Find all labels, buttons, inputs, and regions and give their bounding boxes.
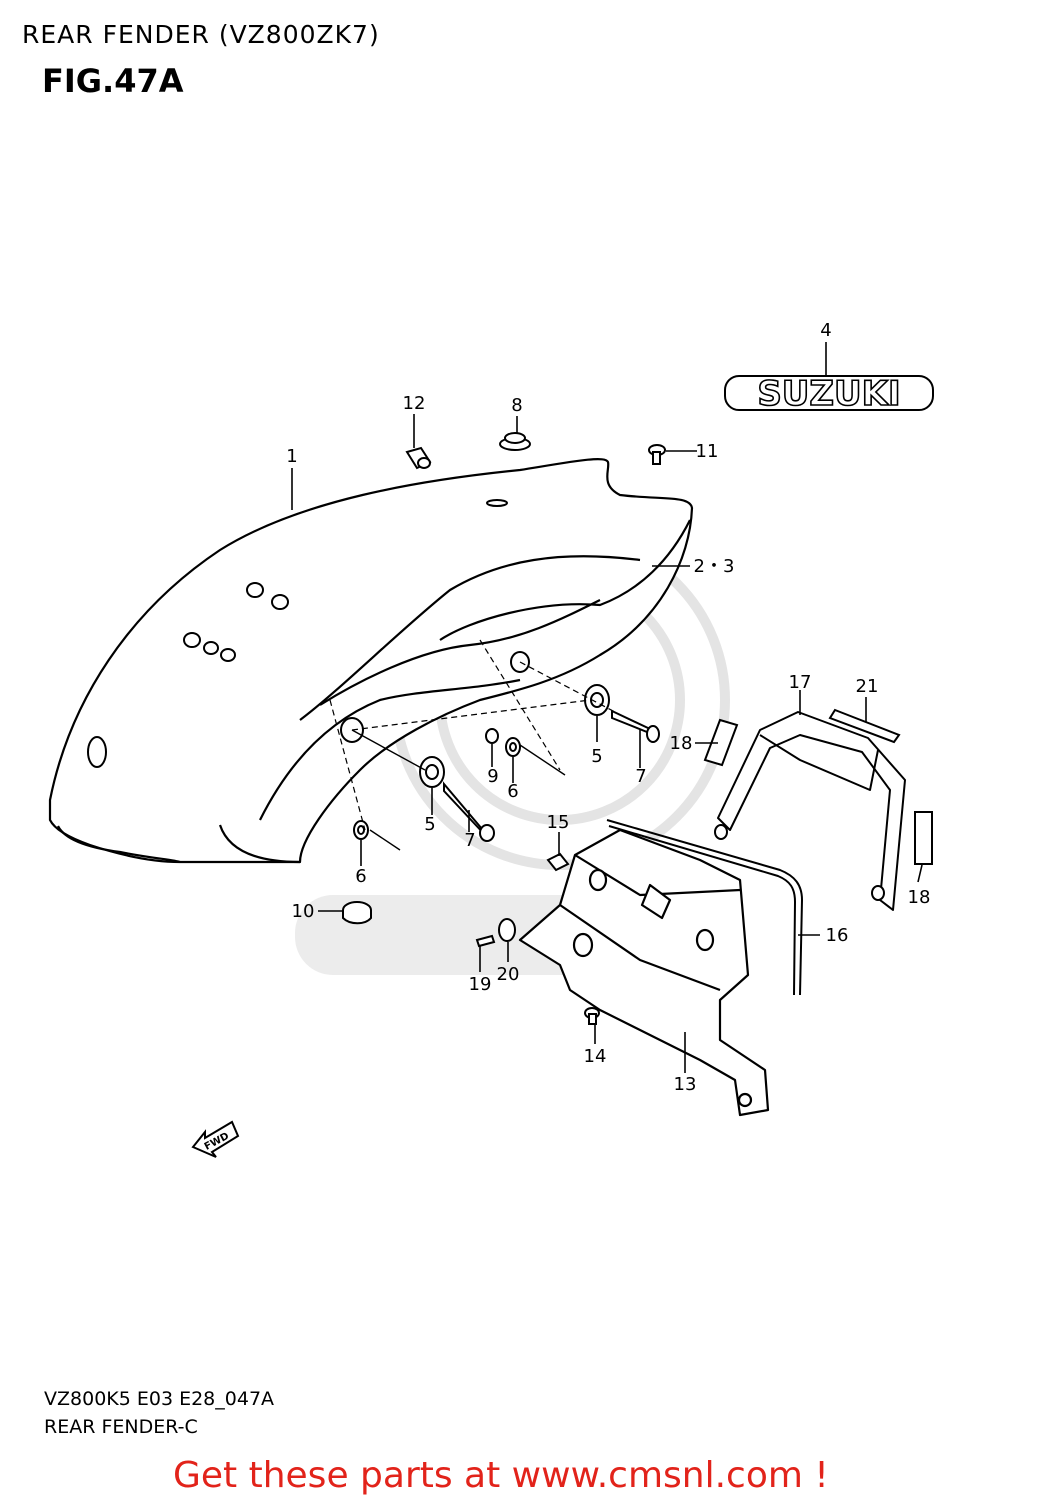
callout-1: 1 — [286, 446, 297, 467]
callout-16: 16 — [826, 925, 849, 946]
diagram-code: VZ800K5 E03 E28_047A — [44, 1388, 275, 1410]
figure-title: FIG.47A — [42, 62, 184, 100]
cap-10 — [342, 901, 372, 925]
bolt-14 — [584, 1007, 600, 1025]
plate-bracket-17 — [714, 711, 906, 911]
callout-17: 17 — [789, 672, 812, 693]
callout-numbers: 1 2・3 4 12 8 11 5 5 7 7 9 6 6 10 15 19 2… — [286, 320, 930, 1095]
callout-18-left: 18 — [670, 733, 693, 754]
washer-6-lower — [353, 820, 369, 840]
washer-20 — [498, 918, 516, 942]
callout-12: 12 — [403, 393, 426, 414]
nut-12 — [405, 446, 432, 470]
fwd-arrow-icon: FWD — [191, 1120, 240, 1158]
leader-lines — [291, 342, 923, 1073]
callout-9: 9 — [487, 766, 498, 787]
callout-6-lower: 6 — [355, 866, 366, 887]
emblem-text: SUZUKI — [757, 374, 900, 414]
assembly-solid-lines — [351, 729, 566, 851]
spacer-5-upper — [584, 684, 610, 716]
callout-7-upper: 7 — [635, 766, 646, 787]
bolt-7-upper — [611, 709, 660, 743]
page-header: REAR FENDER (VZ800ZK7) — [22, 20, 380, 49]
callout-14: 14 — [584, 1046, 607, 1067]
license-bracket-13 — [518, 828, 770, 1117]
callout-13: 13 — [674, 1074, 697, 1095]
callout-11: 11 — [696, 441, 719, 462]
bolt-7-lower — [443, 781, 495, 842]
small-parts — [342, 432, 933, 1025]
spacer-5-lower — [419, 756, 445, 788]
pad-18-left — [703, 718, 739, 767]
clip-15 — [546, 852, 570, 872]
suzuki-emblem: SUZUKI — [724, 373, 934, 415]
callout-6-upper: 6 — [507, 781, 518, 802]
washer-6-upper — [505, 737, 521, 757]
callout-21: 21 — [856, 676, 879, 697]
callout-19: 19 — [469, 974, 492, 995]
callout-5-lower: 5 — [424, 814, 435, 835]
callout-5-upper: 5 — [591, 746, 602, 767]
callout-18-right: 18 — [908, 887, 931, 908]
callout-4: 4 — [820, 320, 831, 341]
strip-21 — [828, 708, 901, 744]
screw-11 — [648, 444, 666, 465]
callout-15: 15 — [547, 812, 570, 833]
callout-20: 20 — [497, 964, 520, 985]
fender-holes — [87, 499, 530, 768]
assembly-lines — [329, 639, 616, 831]
callout-10: 10 — [292, 901, 315, 922]
callout-7-lower: 7 — [464, 830, 475, 851]
grommet-8 — [499, 432, 531, 451]
diagram-name: REAR FENDER-C — [44, 1416, 198, 1438]
washer-9 — [485, 728, 499, 744]
callout-2-3: 2・3 — [694, 556, 735, 577]
pad-18-right — [914, 811, 933, 865]
promo-link[interactable]: Get these parts at www.cmsnl.com ! — [173, 1455, 829, 1496]
screw-19 — [475, 934, 496, 948]
rod-16 — [606, 819, 804, 996]
callout-8: 8 — [511, 395, 522, 416]
rear-fender-part — [48, 458, 694, 864]
